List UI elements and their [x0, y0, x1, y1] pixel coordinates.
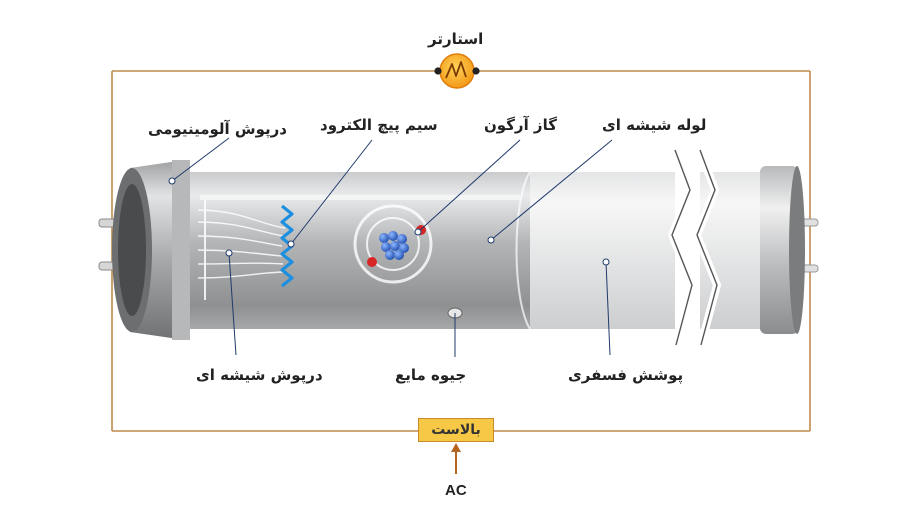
- ac-arrow-icon: [451, 443, 461, 474]
- ballast-label: بالاست: [431, 422, 481, 438]
- argon-gas-label: گاز آرگون: [484, 116, 557, 134]
- right-end-cap: [760, 166, 805, 334]
- liquid-mercury-label: جیوه مایع: [395, 366, 467, 384]
- leader-lines: [171, 137, 613, 357]
- glass-cap: [197, 200, 286, 300]
- starter-icon: [434, 53, 480, 89]
- argon-atom-icon: [353, 204, 433, 284]
- starter-label: استارتر: [428, 30, 484, 48]
- circuit-wire: [111, 70, 811, 432]
- glass-cap-label: درپوش شیشه ای: [196, 366, 323, 384]
- ballast-box: بالاست: [418, 418, 494, 442]
- tube-body: [170, 148, 795, 347]
- aluminum-cap-label: درپوش آلومینیومی: [148, 120, 287, 138]
- leader-dots: [168, 177, 610, 266]
- glass-tube-label: لوله شیشه ای: [602, 116, 707, 134]
- aluminum-cap: [112, 160, 190, 340]
- ac-label: AC: [445, 482, 467, 499]
- coil-electrode-label: سیم پیچ الکترود: [320, 116, 438, 134]
- phosphor-coating-label: پوشش فسفری: [568, 366, 684, 384]
